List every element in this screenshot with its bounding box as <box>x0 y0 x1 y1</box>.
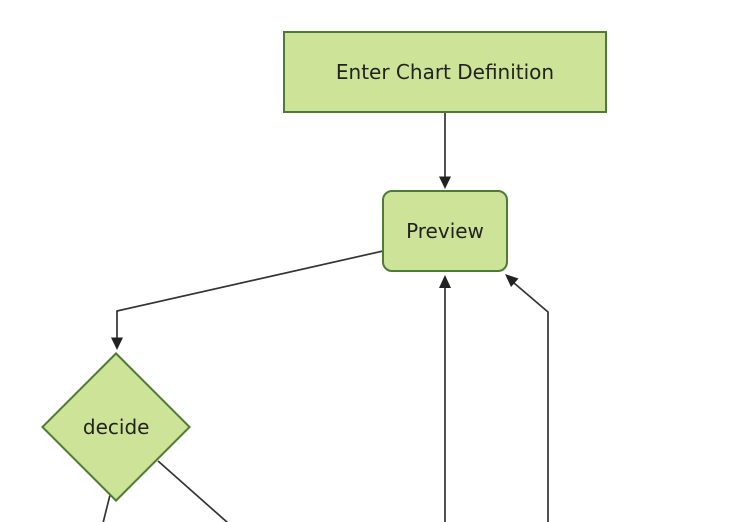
node-preview-label: Preview <box>406 219 484 243</box>
arrowhead-decide-top <box>111 337 123 350</box>
edge-preview-to-decide <box>116 250 384 339</box>
node-decide-label: decide <box>82 415 150 439</box>
arrowhead-preview-top <box>439 176 451 189</box>
edge-decide-to-offscreen-left <box>102 494 111 522</box>
edge-decide-to-offscreen-right <box>157 460 229 522</box>
node-preview: Preview <box>382 190 508 272</box>
edge-offscreen-to-preview-right <box>513 282 549 522</box>
arrowhead-preview-bottom-right <box>505 274 519 287</box>
node-enter-chart-definition: Enter Chart Definition <box>283 31 607 113</box>
arrowhead-preview-bottom-center <box>439 275 451 288</box>
node-enter-chart-definition-label: Enter Chart Definition <box>335 60 555 84</box>
